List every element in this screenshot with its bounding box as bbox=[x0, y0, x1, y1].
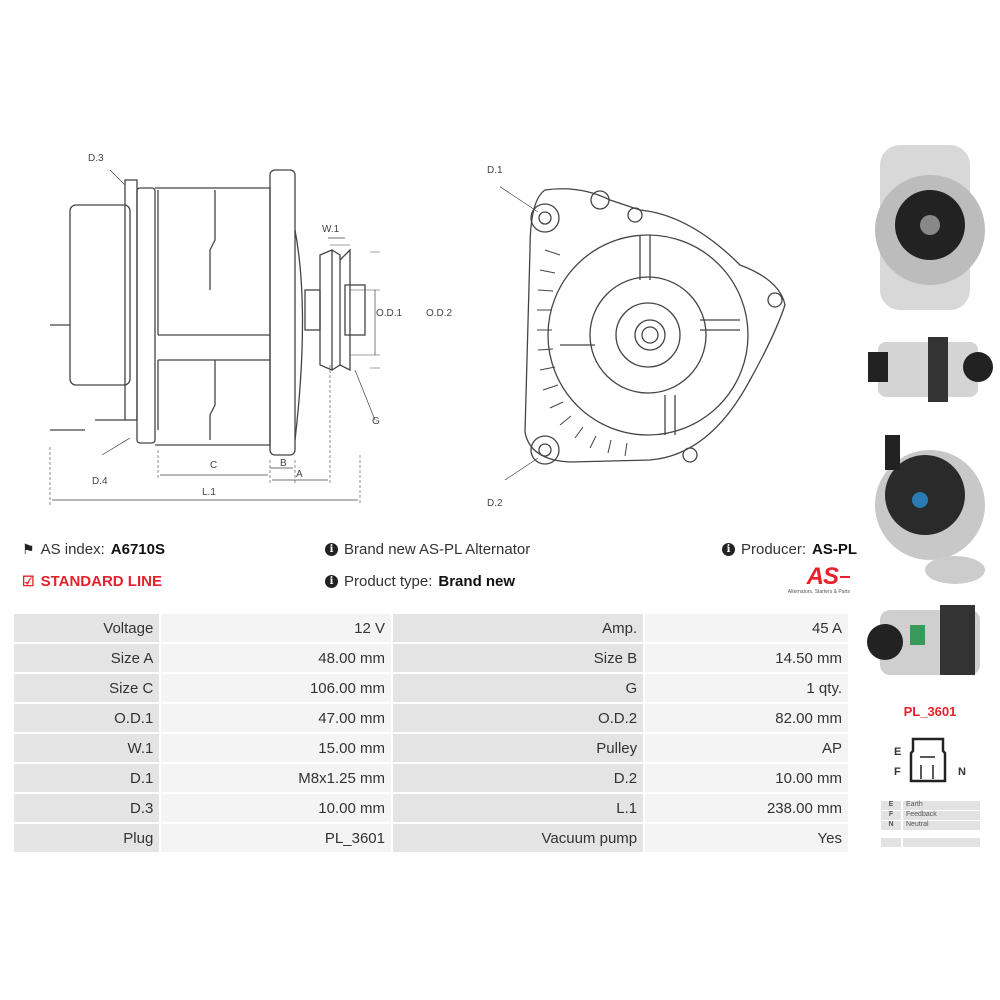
spec-label: L.1 bbox=[390, 792, 646, 824]
label-l1: L.1 bbox=[202, 487, 216, 498]
standard-line-label: STANDARD LINE bbox=[40, 573, 162, 590]
product-type-label: Product type: bbox=[344, 573, 433, 590]
product-photo-rear bbox=[875, 435, 985, 584]
spec-value: 238.00 mm bbox=[643, 792, 850, 824]
spec-label: D.2 bbox=[390, 762, 646, 794]
info-icon: i bbox=[325, 543, 338, 556]
spec-label: D.3 bbox=[11, 792, 162, 824]
product-type-value: Brand new bbox=[438, 573, 516, 590]
spec-label: Pulley bbox=[390, 732, 646, 764]
product-photo-side bbox=[868, 337, 993, 402]
label-d1: D.1 bbox=[487, 165, 503, 176]
pin-meaning: Feedback bbox=[903, 811, 980, 820]
spec-value: 82.00 mm bbox=[643, 702, 850, 734]
pin-code: N bbox=[881, 821, 901, 830]
as-index: ⚑ AS index: A6710S bbox=[22, 541, 165, 558]
pin-meaning: Neutral bbox=[903, 821, 980, 830]
label-d2: D.2 bbox=[487, 498, 503, 509]
spec-label: Size A bbox=[11, 642, 162, 674]
spec-label: Plug bbox=[11, 822, 162, 854]
spec-value: M8x1.25 mm bbox=[159, 762, 393, 794]
producer-label: Producer: bbox=[741, 541, 807, 558]
label-d3: D.3 bbox=[88, 153, 104, 164]
producer-value: AS-PL bbox=[812, 541, 858, 558]
front-view-drawing bbox=[500, 186, 786, 480]
spec-value: PL_3601 bbox=[159, 822, 393, 854]
logo-tagline: Alternators, Starters & Parts bbox=[787, 589, 850, 595]
spec-value: 45 A bbox=[643, 612, 850, 644]
label-od1: O.D.1 bbox=[376, 308, 403, 319]
spec-value: 1 qty. bbox=[643, 672, 850, 704]
pin-meaning bbox=[903, 838, 980, 847]
spec-value: 15.00 mm bbox=[159, 732, 393, 764]
label-w1: W.1 bbox=[322, 224, 340, 235]
checkbox-icon: ☑ bbox=[22, 573, 35, 589]
spec-label: Size C bbox=[11, 672, 162, 704]
label-a: A bbox=[296, 469, 303, 480]
spec-label: Vacuum pump bbox=[390, 822, 646, 854]
spec-label: Voltage bbox=[11, 612, 162, 644]
info-icon: i bbox=[325, 575, 338, 588]
pin-meaning: Earth bbox=[903, 801, 980, 810]
label-g: G bbox=[372, 416, 380, 427]
pin-n: N bbox=[958, 766, 966, 778]
pin-code bbox=[881, 838, 901, 847]
spec-value: 106.00 mm bbox=[159, 672, 393, 704]
label-c: C bbox=[210, 460, 218, 471]
spec-label: O.D.2 bbox=[390, 702, 646, 734]
as-logo: AS Alternators, Starters & Parts bbox=[755, 565, 850, 595]
spec-value: 12 V bbox=[159, 612, 393, 644]
spec-label: Size B bbox=[390, 642, 646, 674]
spec-value: AP bbox=[643, 732, 850, 764]
spec-label: D.1 bbox=[11, 762, 162, 794]
label-d4: D.4 bbox=[92, 476, 108, 487]
spec-label: G bbox=[390, 672, 646, 704]
pin-e: E bbox=[894, 746, 902, 758]
plug-connector-icon bbox=[909, 737, 947, 783]
product-type: i Product type: Brand new bbox=[325, 573, 515, 590]
logo-mark: AS bbox=[755, 565, 850, 589]
plug-name: PL_3601 bbox=[903, 704, 957, 719]
side-view-drawing bbox=[49, 169, 380, 505]
spec-value: 10.00 mm bbox=[159, 792, 393, 824]
label-b: B bbox=[280, 458, 287, 469]
description: i Brand new AS-PL Alternator bbox=[325, 541, 530, 558]
as-index-value: A6710S bbox=[110, 541, 165, 558]
producer: i Producer: AS-PL bbox=[722, 541, 857, 558]
standard-line: ☑ STANDARD LINE bbox=[22, 573, 162, 590]
spec-label: W.1 bbox=[11, 732, 162, 764]
spec-value: 47.00 mm bbox=[159, 702, 393, 734]
spec-label: Amp. bbox=[390, 612, 646, 644]
product-photo-angle bbox=[867, 605, 980, 675]
tags-icon: ⚑ bbox=[22, 541, 35, 557]
spec-label: O.D.1 bbox=[11, 702, 162, 734]
pin-code: E bbox=[881, 801, 901, 810]
pin-code: F bbox=[881, 811, 901, 820]
plug-legend-row bbox=[881, 838, 980, 847]
product-photo-front bbox=[875, 145, 985, 310]
spec-value: Yes bbox=[643, 822, 850, 854]
spec-value: 14.50 mm bbox=[643, 642, 850, 674]
as-index-label: AS index: bbox=[40, 541, 105, 558]
label-od2: O.D.2 bbox=[426, 308, 453, 319]
description-text: Brand new AS-PL Alternator bbox=[344, 541, 531, 558]
spec-value: 48.00 mm bbox=[159, 642, 393, 674]
spec-value: 10.00 mm bbox=[643, 762, 850, 794]
pin-f: F bbox=[894, 766, 901, 778]
info-icon: i bbox=[722, 543, 735, 556]
